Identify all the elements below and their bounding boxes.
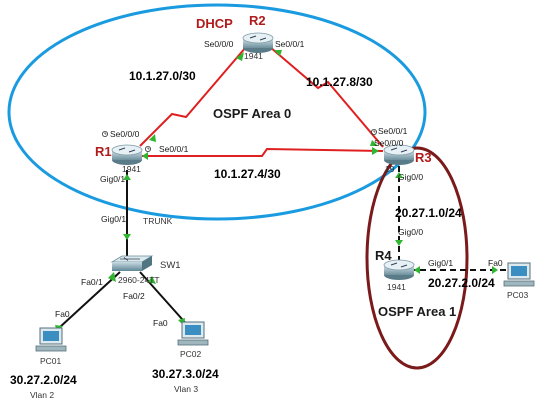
link-r2-r3[interactable] bbox=[269, 46, 384, 148]
router-r4[interactable] bbox=[383, 259, 415, 280]
pc01-network: 30.27.2.0/24 bbox=[10, 373, 77, 387]
router-r3[interactable] bbox=[383, 144, 415, 165]
status-arrow bbox=[149, 134, 156, 142]
pc03-port-fa0: Fa0 bbox=[488, 258, 503, 268]
r1-name: R1 bbox=[95, 144, 112, 159]
pc-pc01[interactable] bbox=[35, 327, 67, 352]
sw1-port-fa01: Fa0/1 bbox=[81, 277, 103, 287]
r3-port-se001: Se0/0/1 bbox=[378, 126, 408, 136]
r2-port-se001: Se0/0/1 bbox=[275, 39, 305, 49]
r3-port-se000: Se0/0/0 bbox=[374, 138, 404, 148]
router-r1[interactable] bbox=[111, 144, 143, 165]
r1-model: 1941 bbox=[122, 164, 141, 174]
status-arrow bbox=[142, 152, 148, 160]
r3-model: 19 bbox=[385, 164, 395, 174]
pc-pc02[interactable] bbox=[177, 321, 209, 346]
status-arrow bbox=[414, 266, 420, 274]
r2-port-se000: Se0/0/0 bbox=[204, 39, 234, 49]
status-arrow bbox=[274, 50, 282, 56]
r4-port-gig00: Gig0/0 bbox=[398, 227, 423, 237]
status-arrow bbox=[123, 174, 131, 180]
switch-sw1[interactable] bbox=[110, 255, 154, 271]
status-arrow bbox=[395, 240, 403, 246]
link-r1-r3-network: 10.1.27.4/30 bbox=[214, 167, 281, 181]
status-arrow bbox=[395, 172, 403, 178]
status-arrow bbox=[492, 266, 498, 274]
area1-label: OSPF Area 1 bbox=[378, 304, 456, 319]
trunk-label: TRUNK bbox=[143, 216, 173, 226]
status-arrow bbox=[123, 234, 131, 240]
r2-model: 1941 bbox=[244, 51, 263, 61]
pc01-vlan: Vlan 2 bbox=[30, 390, 54, 400]
link-r1-r2[interactable] bbox=[139, 46, 247, 147]
pc02-vlan: Vlan 3 bbox=[174, 384, 198, 394]
link-r3-r4-network: 20.27.1.0/24 bbox=[395, 206, 462, 220]
sw1-model: 2960-24TT bbox=[118, 275, 160, 285]
area0-label: OSPF Area 0 bbox=[213, 106, 291, 121]
link-status-indicators bbox=[55, 50, 498, 332]
link-sw1-pc02[interactable] bbox=[139, 271, 191, 329]
r1-port-se001: Se0/0/1 bbox=[159, 144, 189, 154]
r2-name: R2 bbox=[249, 13, 266, 28]
r3-port-gig00: Gig0/0 bbox=[398, 172, 423, 182]
r1-port-gig01: Gig0/1 bbox=[100, 174, 125, 184]
status-arrow bbox=[148, 276, 156, 284]
link-r2-r3-network: 10.1.27.8/30 bbox=[306, 75, 373, 89]
router-r2[interactable] bbox=[242, 32, 274, 53]
clock-icon bbox=[102, 128, 377, 152]
pc01-name: PC01 bbox=[40, 356, 62, 366]
r4-name: R4 bbox=[375, 248, 392, 263]
pc03-network: 20.27.2.0/24 bbox=[428, 276, 495, 290]
status-arrow bbox=[108, 272, 116, 282]
sw1-port-fa02: Fa0/2 bbox=[123, 291, 145, 301]
r3-name: R3 bbox=[415, 150, 432, 165]
r4-port-gig01: Gig0/1 bbox=[428, 258, 453, 268]
sw1-port-gig01: Gig0/1 bbox=[101, 214, 126, 224]
link-r1-r2-network: 10.1.27.0/30 bbox=[129, 69, 196, 83]
r4-model: 1941 bbox=[387, 282, 406, 292]
pc03-name: PC03 bbox=[507, 290, 529, 300]
pc02-network: 30.27.3.0/24 bbox=[152, 367, 219, 381]
status-arrow bbox=[370, 140, 378, 146]
pc-pc03[interactable] bbox=[503, 262, 535, 287]
ospf-area0-ellipse bbox=[7, 3, 427, 221]
r1-port-se000: Se0/0/0 bbox=[110, 129, 140, 139]
sw1-name: SW1 bbox=[160, 260, 181, 271]
r2-role-label: DHCP bbox=[196, 16, 233, 31]
pc02-port-fa0: Fa0 bbox=[153, 318, 168, 328]
link-r1-r3[interactable] bbox=[140, 147, 384, 157]
ospf-area1-ellipse bbox=[365, 146, 469, 370]
pc02-name: PC02 bbox=[180, 349, 202, 359]
pc01-port-fa0: Fa0 bbox=[55, 309, 70, 319]
status-arrow bbox=[236, 52, 244, 61]
status-arrow bbox=[372, 147, 379, 155]
